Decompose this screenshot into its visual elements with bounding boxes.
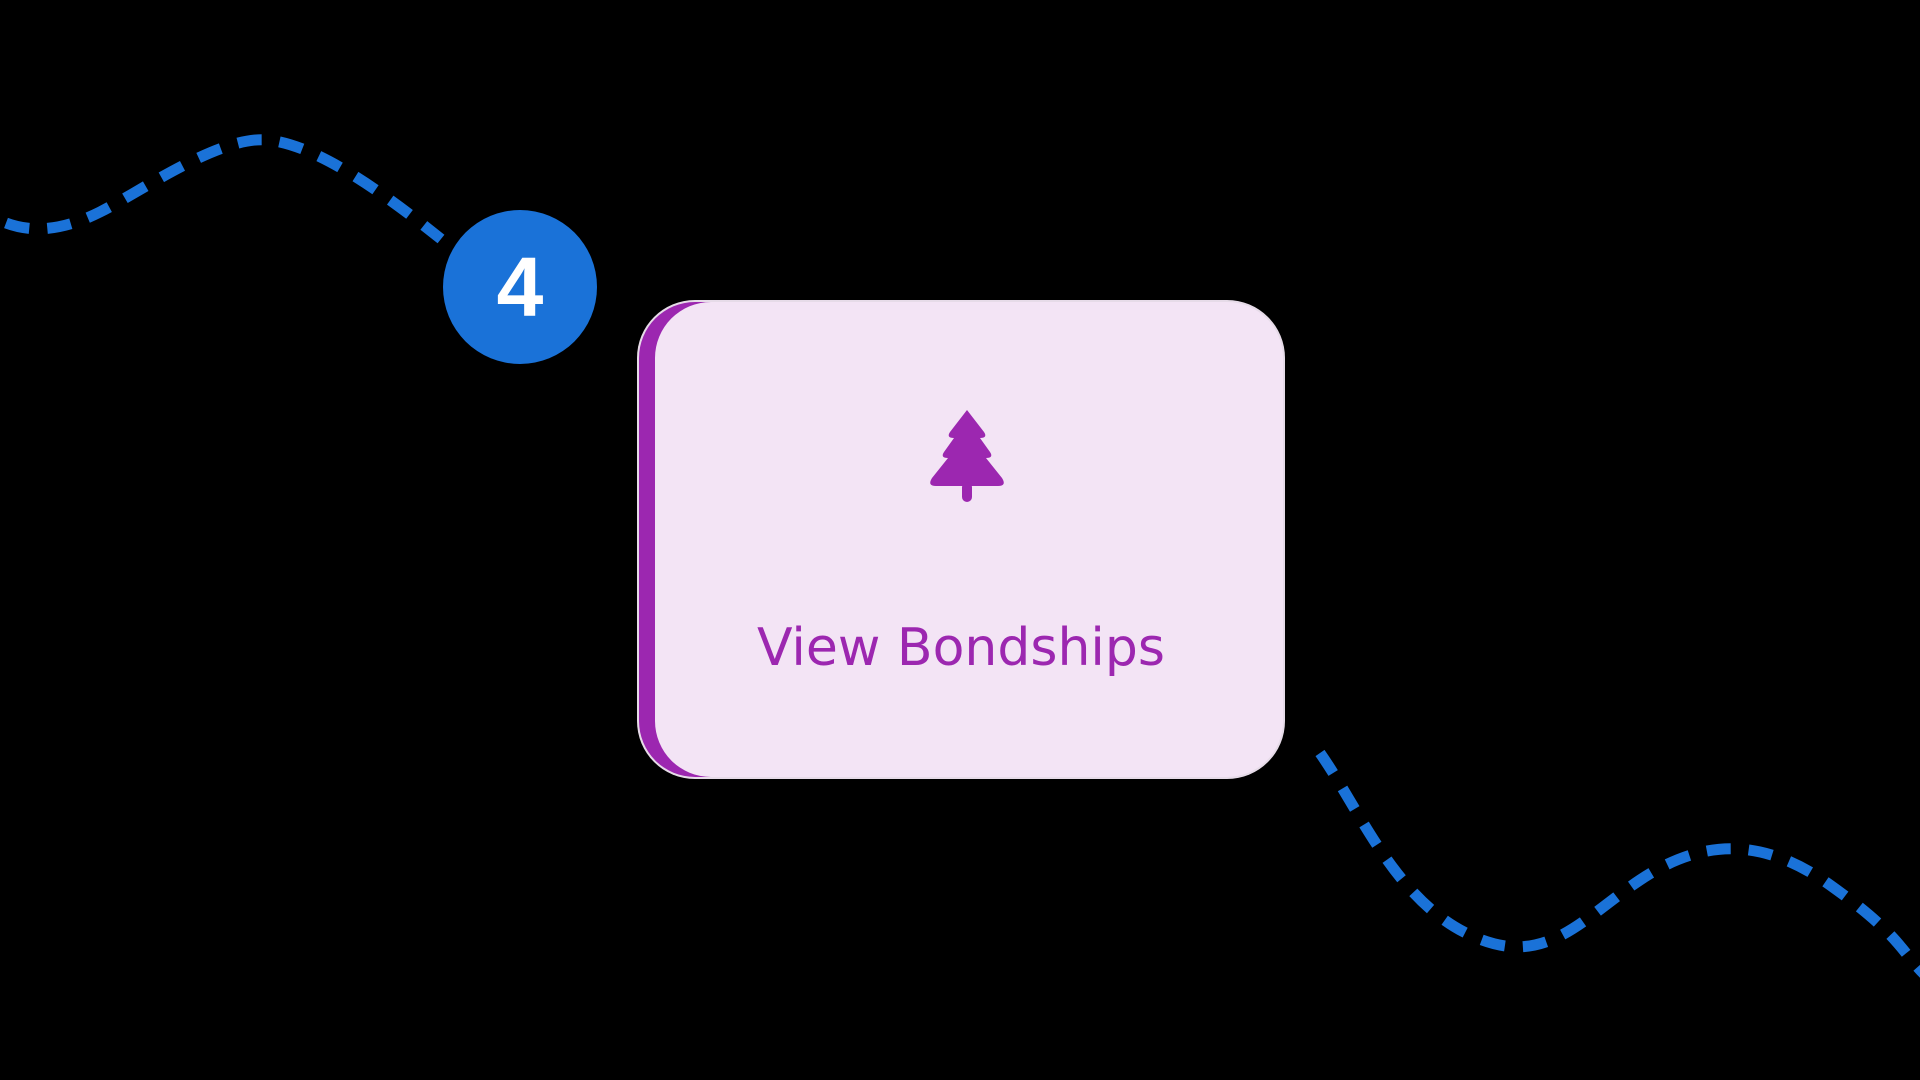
dashed-connector-left (4, 134, 445, 244)
step-number-badge: 4 (443, 210, 597, 364)
dashed-connector-right (1315, 749, 1920, 978)
view-bondships-button[interactable] (639, 302, 1283, 777)
step-number: 4 (496, 239, 544, 334)
tree-icon (930, 410, 1004, 502)
card-label: View Bondships (757, 618, 1165, 678)
